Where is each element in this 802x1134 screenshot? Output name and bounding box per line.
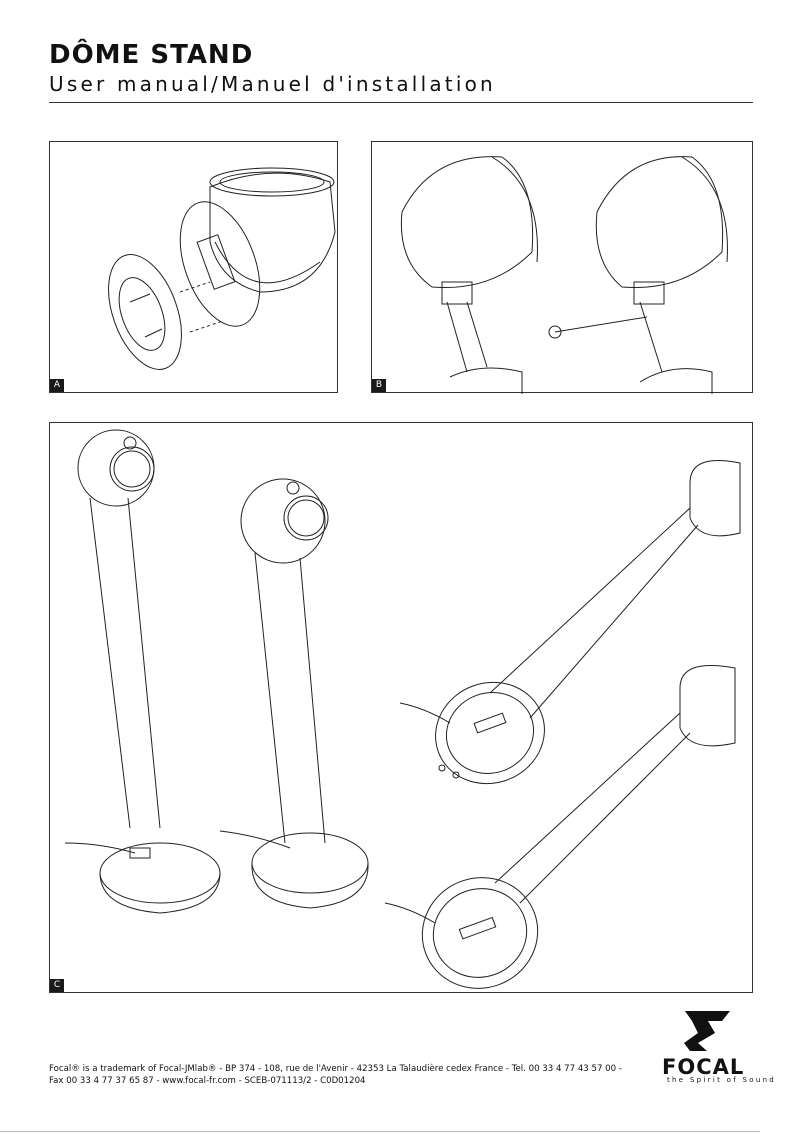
page-title: DÔME STAND bbox=[49, 40, 254, 70]
footer-text: Focal® is a trademark of Focal-JMlab® - … bbox=[49, 1063, 622, 1087]
page-bottom-rule bbox=[0, 1131, 760, 1132]
panel-b-illustration bbox=[400, 156, 728, 394]
footer-line-1: Focal® is a trademark of Focal-JMlab® - … bbox=[49, 1064, 622, 1074]
header-divider bbox=[49, 102, 753, 103]
focal-logo-icon bbox=[684, 1011, 730, 1051]
panel-a: A bbox=[49, 141, 338, 393]
brand-tagline: the Spirit of Sound bbox=[667, 1076, 777, 1084]
panel-b: B bbox=[371, 141, 753, 394]
brand-name: FOCAL bbox=[662, 1055, 745, 1079]
panel-c: C bbox=[49, 422, 753, 993]
footer-line-2: Fax 00 33 4 77 37 65 87 - www.focal-fr.c… bbox=[49, 1076, 366, 1086]
panel-a-illustration bbox=[108, 167, 336, 370]
panel-a-label: A bbox=[50, 379, 64, 392]
panel-c-label: C bbox=[50, 979, 64, 992]
page-subtitle: User manual/Manuel d'installation bbox=[49, 72, 496, 96]
panel-c-illustration bbox=[64, 429, 741, 989]
panel-b-label: B bbox=[372, 379, 386, 392]
